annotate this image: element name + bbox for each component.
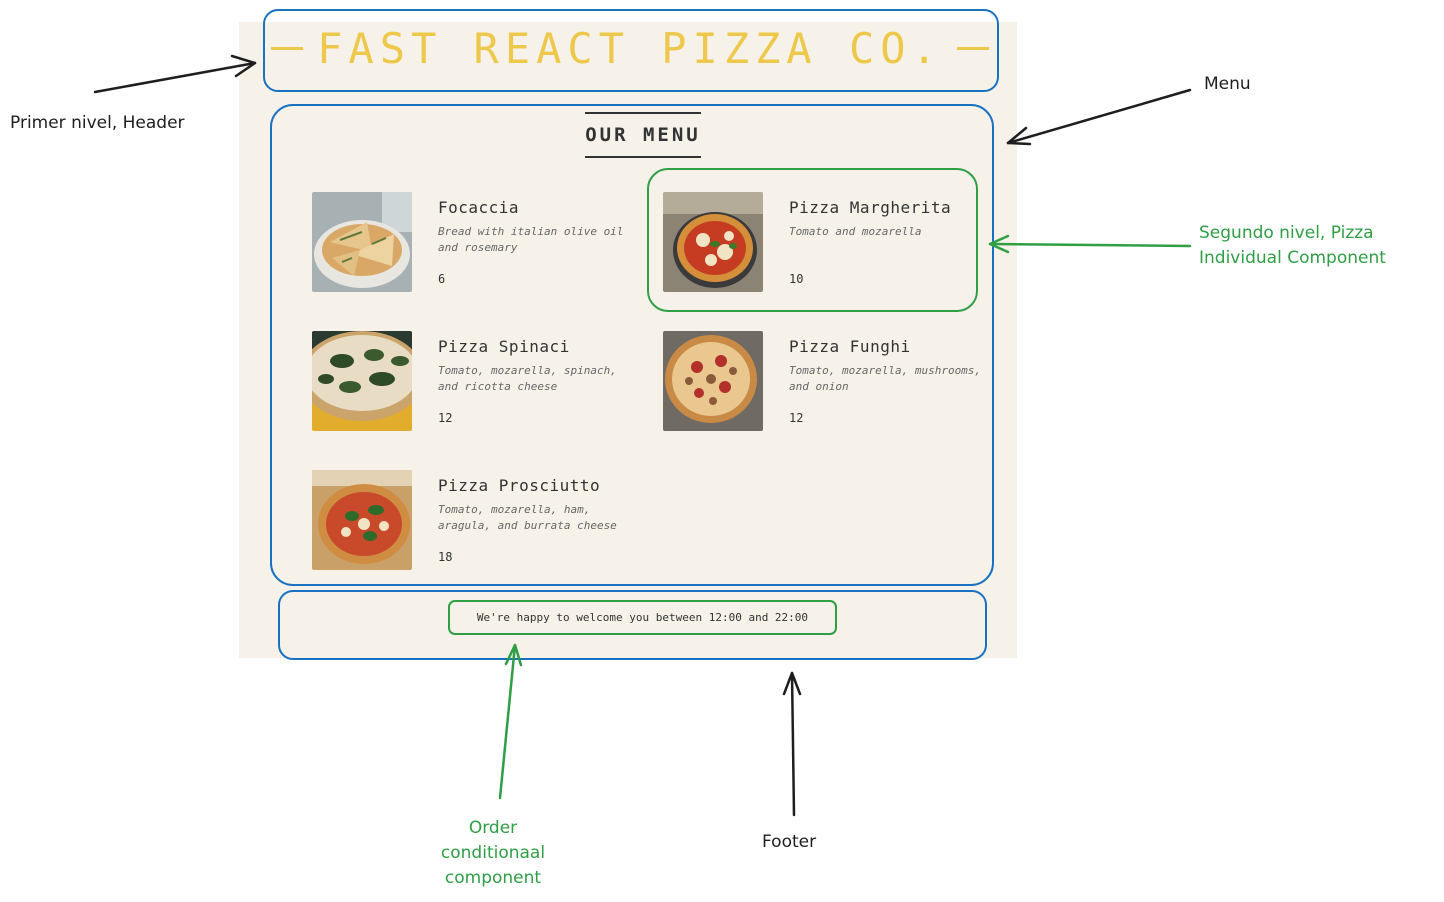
focaccia-photo bbox=[312, 192, 412, 292]
title-dash-left bbox=[271, 46, 304, 50]
title-dash-right bbox=[956, 46, 989, 50]
annotation-pizza-line-1: Segundo nivel, Pizza bbox=[1199, 223, 1374, 243]
pizza-item-prosciutto[interactable]: Pizza Prosciutto Tomato, mozarella, ham,… bbox=[312, 470, 642, 570]
funghi-photo bbox=[663, 331, 763, 431]
pizza-price: 12 bbox=[789, 411, 804, 425]
pizza-item-focaccia[interactable]: Focaccia Bread with italian olive oil an… bbox=[312, 192, 642, 292]
annotation-menu: Menu bbox=[1204, 74, 1251, 94]
pizza-price: 18 bbox=[438, 550, 453, 564]
pizza-price: 6 bbox=[438, 272, 446, 286]
header-title: FAST REACT PIZZA CO. bbox=[270, 18, 990, 78]
pizza-component-arrow bbox=[988, 234, 1192, 254]
pizza-item-funghi[interactable]: Pizza Funghi Tomato, mozarella, mushroom… bbox=[663, 331, 993, 431]
pizza-name: Pizza Margherita bbox=[789, 198, 952, 217]
annotation-order-component: Order conditionaal component bbox=[416, 816, 570, 891]
footer-order-message: We're happy to welcome you between 12:00… bbox=[476, 611, 809, 624]
pizza-ingredients: Bread with italian olive oil and rosemar… bbox=[438, 225, 624, 254]
menu-arrow bbox=[1006, 88, 1192, 146]
pizza-price: 10 bbox=[789, 272, 804, 286]
annotation-header: Primer nivel, Header bbox=[10, 113, 185, 133]
margherita-photo bbox=[663, 192, 763, 292]
pizza-name: Pizza Funghi bbox=[789, 337, 911, 356]
pizza-ingredients: Tomato, mozarella, mushrooms, and onion bbox=[789, 364, 982, 393]
order-component-arrow bbox=[498, 643, 523, 800]
pizza-ingredients: Tomato, mozarella, ham, aragula, and bur… bbox=[438, 503, 617, 532]
footer-arrow bbox=[782, 671, 802, 817]
pizza-ingredients: Tomato and mozarella bbox=[789, 225, 922, 238]
pizza-name: Pizza Prosciutto bbox=[438, 476, 601, 495]
annotation-pizza-component: Segundo nivel, Pizza Individual Componen… bbox=[1199, 221, 1386, 271]
annotation-pizza-line-2: Individual Component bbox=[1199, 248, 1386, 268]
annotation-order-line-3: component bbox=[444, 868, 542, 888]
prosciutto-photo bbox=[312, 470, 412, 570]
pizza-ingredients: Tomato, mozarella, spinach, and ricotta … bbox=[438, 364, 617, 393]
header-arrow bbox=[93, 54, 257, 94]
spinaci-photo bbox=[312, 331, 412, 431]
annotation-footer: Footer bbox=[762, 832, 817, 852]
annotation-order-line-1: Order bbox=[468, 818, 518, 838]
pizza-price: 12 bbox=[438, 411, 453, 425]
pizza-name: Focaccia bbox=[438, 198, 520, 217]
pizza-item-spinaci[interactable]: Pizza Spinaci Tomato, mozarella, spinach… bbox=[312, 331, 642, 431]
menu-title: OUR MENU bbox=[585, 112, 701, 158]
pizza-name: Pizza Spinaci bbox=[438, 337, 570, 356]
annotation-order-line-2: conditionaal bbox=[440, 843, 546, 863]
pizza-item-margherita[interactable]: Pizza Margherita Tomato and mozarella 10 bbox=[663, 192, 993, 292]
header-title-text: FAST REACT PIZZA CO. bbox=[317, 23, 943, 73]
